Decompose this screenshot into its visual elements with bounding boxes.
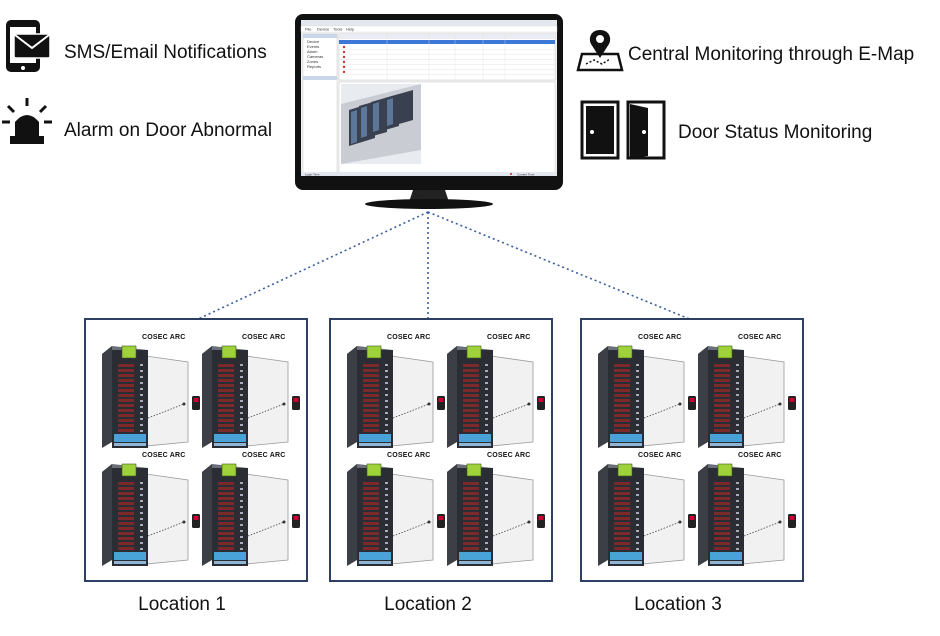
location-box-1: COSEC ARC COSEC ARC COSEC ARC <box>84 318 308 582</box>
server-rack: COSEC ARC <box>694 452 800 568</box>
monitor-status-right: Current Time <box>517 173 535 177</box>
server-rack: COSEC ARC <box>594 334 700 450</box>
phone-email-icon <box>4 18 52 79</box>
server-rack: COSEC ARC <box>443 334 549 450</box>
server-rack: COSEC ARC <box>343 334 449 450</box>
server-rack: COSEC ARC <box>198 334 304 450</box>
rack-brand-label: COSEC ARC <box>142 452 186 459</box>
tree-item-zones: Zones <box>307 59 318 64</box>
tree-item-cameras: Cameras <box>307 54 323 59</box>
feature-door-label: Door Status Monitoring <box>678 122 873 143</box>
rack-brand-label: COSEC ARC <box>242 334 286 341</box>
central-monitor: File Device Tools Help Device Events Ala… <box>295 14 563 210</box>
tree-item-events: Events <box>307 44 319 49</box>
location-box-3: COSEC ARC COSEC ARC COSEC ARC <box>580 318 804 582</box>
door-open-closed-icon <box>580 100 668 165</box>
rack-brand-label: COSEC ARC <box>142 334 186 341</box>
rack-brand-label: COSEC ARC <box>487 452 531 459</box>
monitor-menu-file: File <box>305 27 312 32</box>
rack-brand-label: COSEC ARC <box>487 334 531 341</box>
link-location-1 <box>195 211 429 321</box>
rack-brand-label: COSEC ARC <box>738 334 782 341</box>
monitor-menu-tools: Tools <box>333 27 342 32</box>
rack-brand-label: COSEC ARC <box>638 452 682 459</box>
rack-brand-label: COSEC ARC <box>387 452 431 459</box>
rack-brand-label: COSEC ARC <box>638 334 682 341</box>
feature-sms-email-label: SMS/Email Notifications <box>64 42 267 63</box>
location-label-3: Location 3 <box>634 594 722 615</box>
tree-item-device: Device <box>307 39 320 44</box>
feature-emap-label: Central Monitoring through E-Map <box>628 44 915 65</box>
server-rack: COSEC ARC <box>343 452 449 568</box>
location-box-2: COSEC ARC COSEC ARC COSEC ARC <box>329 318 553 582</box>
server-rack: COSEC ARC <box>694 334 800 450</box>
rack-brand-label: COSEC ARC <box>738 452 782 459</box>
feature-door: Door Status Monitoring <box>678 122 872 144</box>
alarm-beacon-icon <box>2 98 52 151</box>
monitor-menu-help: Help <box>346 27 355 32</box>
rack-brand-label: COSEC ARC <box>242 452 286 459</box>
link-location-3 <box>427 211 693 321</box>
map-pin-icon <box>576 28 624 77</box>
feature-alarm: Alarm on Door Abnormal <box>64 120 272 142</box>
tree-item-reports: Reports <box>307 64 321 69</box>
feature-sms-email: SMS/Email Notifications <box>64 42 267 64</box>
server-rack: COSEC ARC <box>594 452 700 568</box>
rack-brand-label: COSEC ARC <box>387 334 431 341</box>
monitor-status-left: Login Time <box>305 173 320 177</box>
server-rack: COSEC ARC <box>198 452 304 568</box>
location-label-2: Location 2 <box>384 594 472 615</box>
server-rack: COSEC ARC <box>98 452 204 568</box>
tree-item-alarm: Alarm <box>307 49 318 54</box>
feature-alarm-label: Alarm on Door Abnormal <box>64 120 273 141</box>
feature-emap: Central Monitoring through E-Map <box>628 44 914 66</box>
server-rack: COSEC ARC <box>443 452 549 568</box>
monitor-menu-device: Device <box>317 27 330 32</box>
location-label-1: Location 1 <box>138 594 226 615</box>
server-rack: COSEC ARC <box>98 334 204 450</box>
